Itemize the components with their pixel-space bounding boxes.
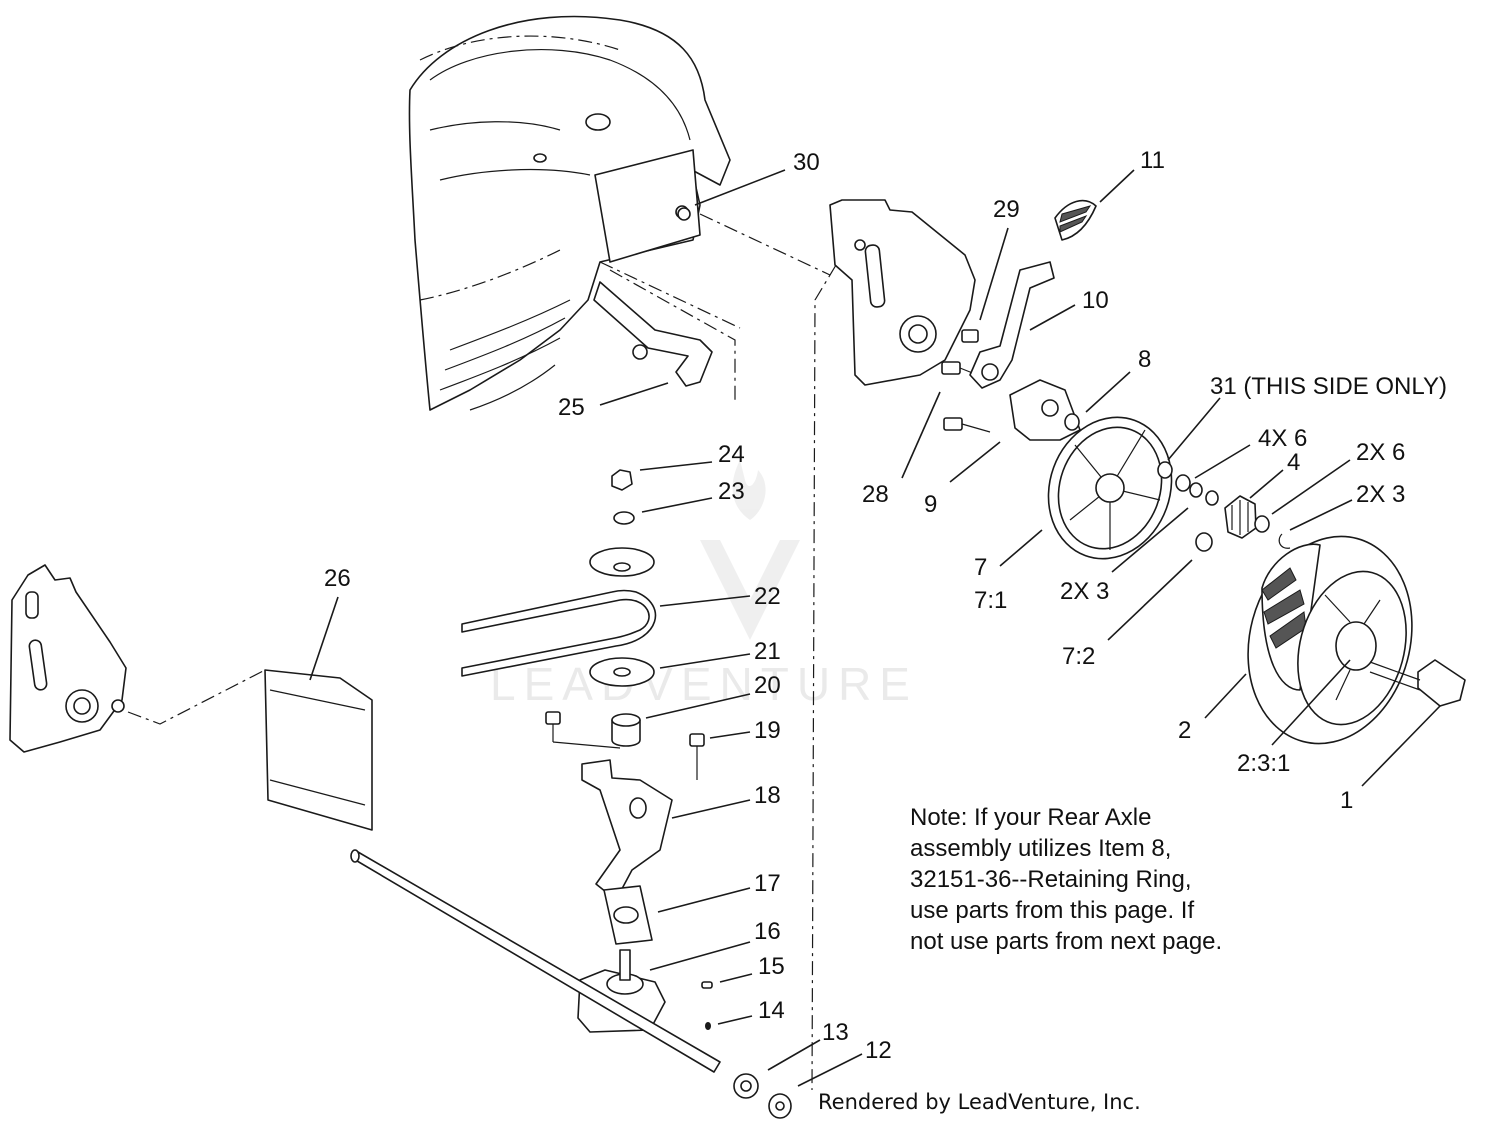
label-1: 1 [1340, 787, 1353, 814]
part-7-2-washer: 7:2 [1062, 532, 1213, 670]
part-7-wheel-gear-plate: 7 7:1 [974, 416, 1173, 614]
label-12: 12 [865, 1037, 892, 1064]
label-9: 9 [924, 491, 937, 518]
label-11: 11 [1140, 147, 1165, 174]
label-28: 28 [862, 481, 889, 508]
label-18: 18 [754, 782, 781, 809]
label-24: 24 [718, 441, 745, 468]
part-24-nut: 24 [611, 441, 745, 491]
part-14-pin: 14 [705, 997, 785, 1030]
label-7-2: 7:2 [1062, 643, 1095, 670]
part-2-rear-wheel: 2 2:3:1 [1178, 535, 1413, 777]
part-8-retaining-ring: 8 [1064, 346, 1151, 431]
label-2-3-1: 2:3:1 [1237, 750, 1290, 777]
part-9-wheel-bracket: 9 [924, 379, 1081, 518]
part-18-gearbox-bracket: 18 [581, 759, 781, 901]
label-7-1: 7:1 [974, 587, 1007, 614]
part-19-bolts: 19 [545, 711, 781, 780]
part-29-bolt: 29 [961, 196, 1020, 343]
part-4-pinion-gear: 4 [1224, 449, 1300, 539]
label-22: 22 [754, 583, 781, 610]
part-23-washer: 23 [613, 478, 745, 525]
part-15-key: 15 [701, 953, 785, 989]
part-17-plate: 17 [603, 870, 781, 945]
label-2x6: 2X 6 [1356, 439, 1405, 466]
label-4: 4 [1287, 449, 1300, 476]
watermark-text: LEADVENTURE [490, 658, 918, 710]
label-17: 17 [754, 870, 781, 897]
label-26: 26 [324, 565, 351, 592]
left-side-plate [9, 564, 266, 753]
label-4x6: 4X 6 [1258, 425, 1307, 452]
label-29: 29 [993, 196, 1020, 223]
note-line-5: not use parts from next page. [910, 928, 1223, 955]
part-30-nut: 30 [677, 149, 831, 276]
mower-deck-housing [408, 15, 741, 411]
part-20-spacer: 20 [611, 672, 781, 747]
part-21-pulley: 21 [589, 638, 781, 687]
part-2x3-clips-lower: 2X 3 [1060, 507, 1189, 605]
note-line-3: 32151-36--Retaining Ring, [910, 866, 1192, 893]
part-22-pulley-and-belt: 22 [461, 547, 781, 677]
part-25-height-adjust-bracket: 25 [558, 269, 736, 421]
label-25: 25 [558, 394, 585, 421]
part-2x6-washers: 2X 6 [1254, 439, 1405, 533]
label-2x3-lower: 2X 3 [1060, 578, 1109, 605]
part-1-wheel-bolt: 1 [1340, 659, 1466, 814]
label-14: 14 [758, 997, 785, 1024]
rear-axle-note: Note: If your Rear Axle assembly utilize… [910, 802, 1330, 957]
label-13: 13 [822, 1019, 849, 1046]
rear-axle-shaft [350, 849, 721, 1073]
label-30: 30 [793, 149, 820, 176]
part-26-baffle: 26 [264, 565, 373, 831]
label-7: 7 [974, 554, 987, 581]
label-21: 21 [754, 638, 781, 665]
part-2x3-clips-upper: 2X 3 [1278, 481, 1405, 549]
leadventure-watermark: LEADVENTURE [490, 460, 918, 710]
part-16-transmission: 16 [577, 918, 781, 1033]
label-2x3-upper: 2X 3 [1356, 481, 1405, 508]
label-8: 8 [1138, 346, 1151, 373]
part-28-bolts: 28 [862, 361, 991, 508]
part-10-height-lever: 10 [969, 261, 1109, 389]
label-19: 19 [754, 717, 781, 744]
render-credit: Rendered by LeadVenture, Inc. [818, 1090, 1141, 1114]
right-side-plate [811, 199, 976, 1091]
part-13-bushing: 13 [733, 1019, 849, 1099]
label-23: 23 [718, 478, 745, 505]
part-12-bearing: 12 [768, 1037, 892, 1119]
part-11-lever-grip: 11 [1054, 147, 1165, 241]
label-20: 20 [754, 672, 781, 699]
label-15: 15 [758, 953, 785, 980]
label-2: 2 [1178, 717, 1191, 744]
note-line-1: Note: If your Rear Axle [910, 804, 1152, 831]
note-line-4: use parts from this page. If [910, 897, 1195, 924]
note-line-2: assembly utilizes Item 8, [910, 835, 1172, 862]
part-31-washer-set: 31 (THIS SIDE ONLY) 4X 6 [1157, 373, 1447, 506]
label-10: 10 [1082, 287, 1109, 314]
label-31: 31 (THIS SIDE ONLY) [1210, 373, 1447, 400]
label-16: 16 [754, 918, 781, 945]
